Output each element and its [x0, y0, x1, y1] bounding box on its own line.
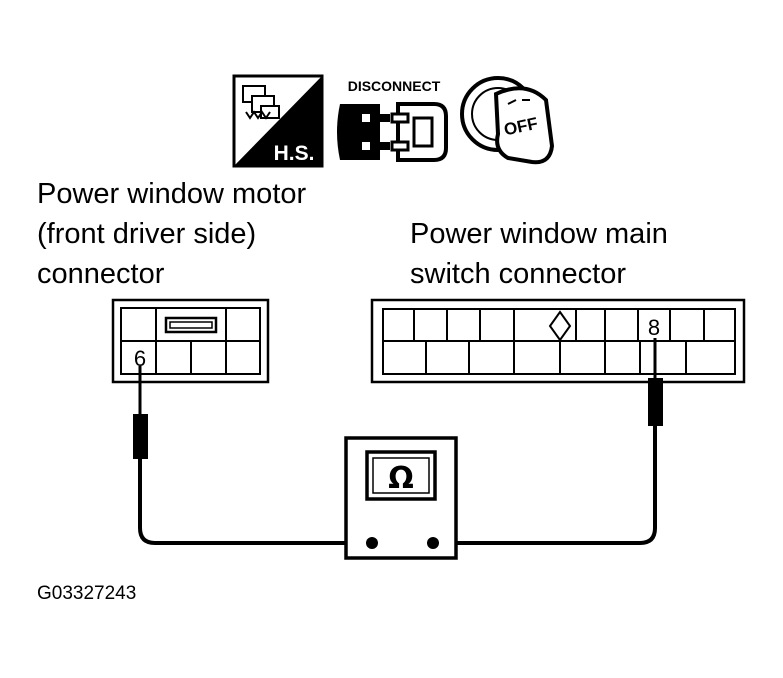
- right-test-lead: [433, 338, 663, 545]
- meter-probe-jack-right: [427, 537, 439, 549]
- ohmmeter-display: [365, 450, 437, 501]
- disconnect-icon: DISCONNECT: [337, 78, 448, 162]
- ohmmeter: Ω: [344, 436, 458, 560]
- motor-connector-label-line2: (front driver side): [37, 218, 257, 250]
- switch-connector: 8: [370, 298, 746, 384]
- switch-connector-label-line1: Power window main: [410, 218, 668, 250]
- left-test-lead: [133, 366, 372, 545]
- figure-code: G03327243: [37, 583, 137, 604]
- motor-connector-label-line3: connector: [37, 258, 165, 290]
- ignition-off-icon: OFF: [460, 76, 555, 165]
- motor-connector-label-line1: Power window motor: [37, 178, 307, 210]
- meter-probe-jack-left: [366, 537, 378, 549]
- ohm-symbol: Ω: [388, 461, 414, 496]
- motor-connector: 6: [111, 298, 270, 384]
- switch-connector-label-line2: switch connector: [410, 258, 626, 290]
- connector-glyph-icon: [242, 85, 280, 120]
- motor-terminal-number: 6: [134, 346, 146, 371]
- harness-side-label: H.S.: [274, 142, 315, 165]
- switch-terminal-number: 8: [648, 315, 660, 340]
- polarity-key-icon: [548, 310, 572, 342]
- harness-side-icon: H.S.: [232, 74, 324, 168]
- disconnect-label: DISCONNECT: [348, 78, 441, 94]
